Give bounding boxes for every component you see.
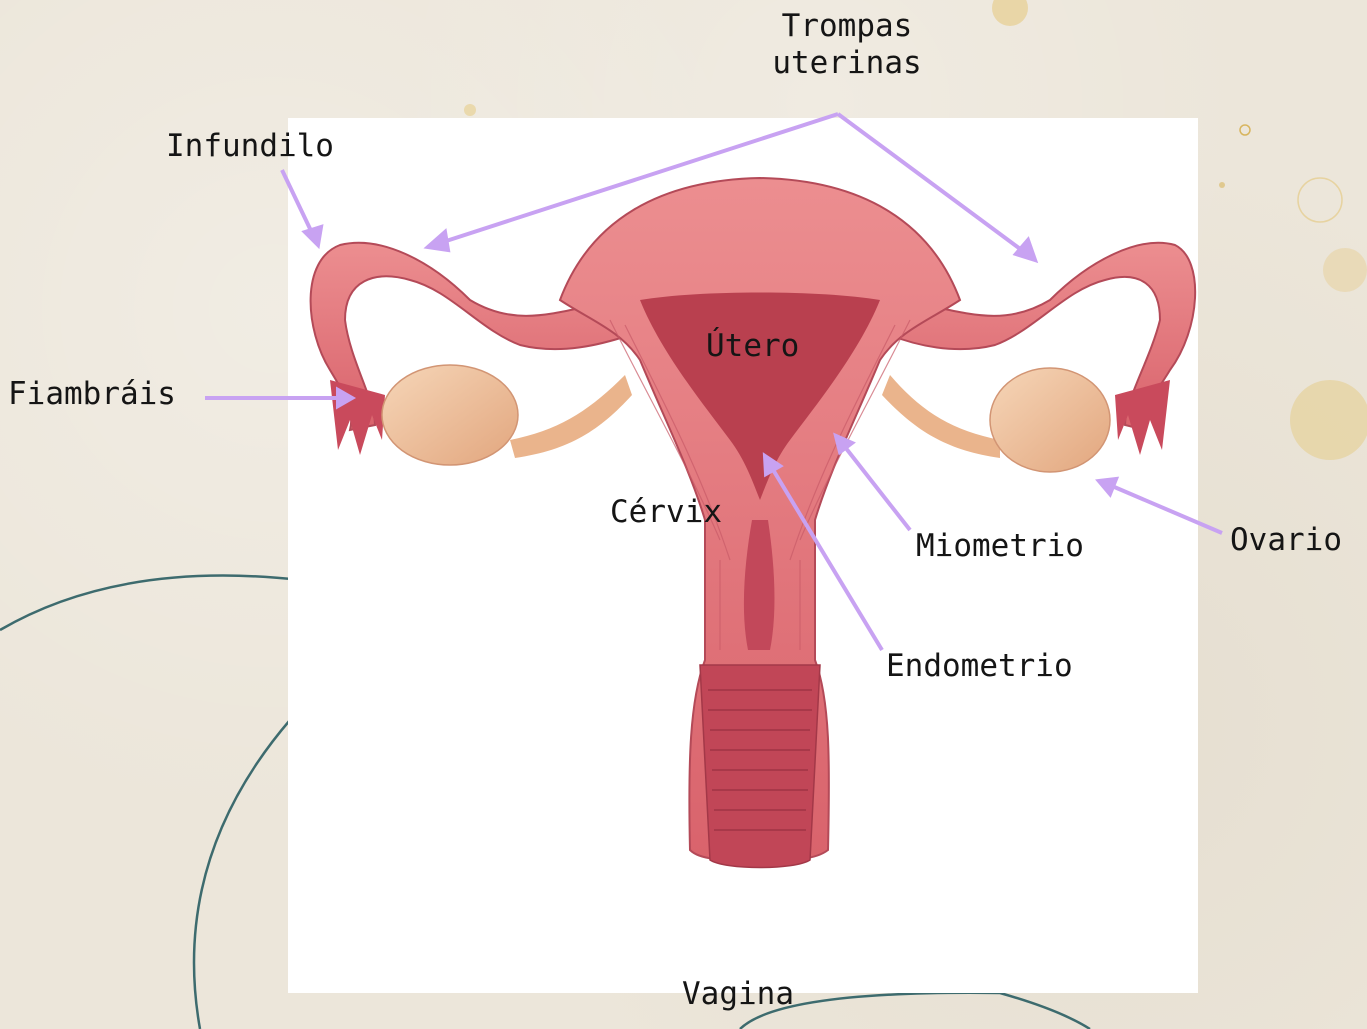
splash-dot-1 (1240, 125, 1250, 135)
splash-bubble-1 (1298, 178, 1342, 222)
splash-dot-2 (1219, 182, 1225, 188)
splash-dot-3 (464, 104, 476, 116)
label-utero: Útero (706, 328, 799, 365)
label-endometrio: Endometrio (886, 648, 1073, 685)
label-fiambrais: Fiambráis (8, 376, 176, 413)
splash-right (1290, 380, 1367, 460)
decor-arc-left-2 (194, 720, 290, 1029)
label-miometrio: Miometrio (916, 528, 1084, 565)
splash-top (992, 0, 1028, 26)
splash-right-2 (1323, 248, 1367, 292)
label-infundilo: Infundilo (166, 128, 334, 165)
label-vagina: Vagina (682, 976, 794, 1013)
label-ovario: Ovario (1230, 522, 1342, 559)
label-cervix: Cérvix (610, 494, 722, 531)
label-trompas-uterinas: Trompas uterinas (762, 8, 932, 82)
decor-arc-left (0, 576, 300, 630)
